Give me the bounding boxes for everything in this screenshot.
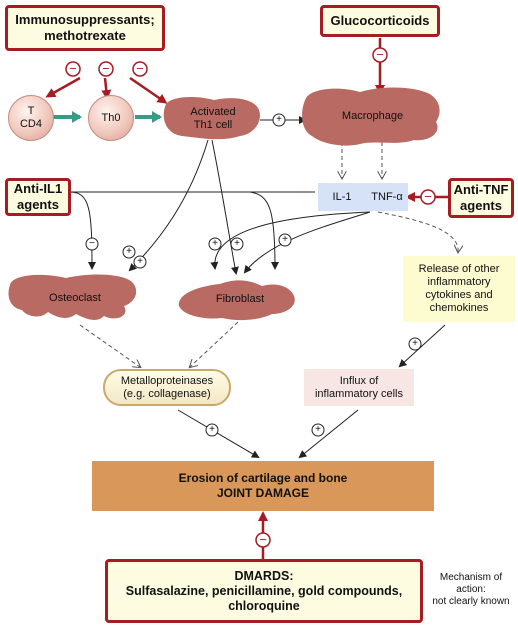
macrophage-label: Macrophage: [341, 110, 404, 122]
release-cytokines-box: Release of other inflammatory cytokines …: [403, 256, 515, 322]
il1-box: IL-1: [318, 183, 366, 211]
immunosuppressants-box: Immunosuppressants; methotrexate: [5, 5, 165, 51]
immuno-inhibition-arrows: [45, 76, 168, 104]
plus-sign-th1-osteoclast: +: [137, 256, 143, 267]
plus-sign-tnf-osteoclast: +: [126, 246, 132, 257]
th0-cell: Th0: [88, 95, 134, 141]
macrophage-shape: [302, 87, 440, 146]
minus-sign-anti-tnf: −: [424, 189, 432, 204]
tnf-to-release-arrow: [377, 211, 458, 252]
plus-sign-influx-erosion: +: [315, 424, 321, 435]
cells-to-mmp-arrows: [79, 321, 239, 367]
anti-tnf-box: Anti-TNF agents: [448, 178, 514, 218]
il1-effector-arrows: [69, 191, 315, 270]
mechanism-note: Mechanism of action: not clearly known: [432, 572, 510, 607]
osteoclast-label: Osteoclast: [49, 292, 101, 304]
minus-sign-dmards: −: [259, 532, 267, 547]
inhibition-circles: [65, 47, 436, 548]
plus-sign-th1-macrophage: +: [276, 114, 282, 125]
plus-sign-mmp-erosion: +: [209, 424, 215, 435]
anti-il1-box: Anti-IL1 agents: [5, 178, 71, 216]
fibroblast-shape: [178, 280, 295, 321]
plus-sign-th1-fibroblast: +: [212, 238, 218, 249]
th1-effector-arrows: [128, 139, 239, 275]
minus-sign-il1-osteoclast: −: [89, 238, 95, 249]
th1-cell-label: Activated Th1 cell: [190, 106, 236, 131]
effect-circles: [85, 113, 422, 437]
minus-sign-immuno-3: −: [136, 61, 144, 76]
plus-sign-tnf-fibroblast: +: [282, 234, 288, 245]
th1-shape: [163, 96, 260, 140]
tnf-effector-arrows: [210, 211, 371, 274]
minus-sign-immuno-2: −: [102, 61, 110, 76]
macrophage-to-cytokine-arrows: [342, 142, 382, 178]
to-erosion-arrows: [177, 409, 359, 459]
metalloproteinases-box: Metalloproteinases (e.g. collagenase): [103, 369, 231, 406]
fibroblast-label: Fibroblast: [215, 293, 265, 305]
osteoclast-shape: [8, 274, 137, 320]
release-to-influx-arrow: [398, 324, 446, 368]
t-cd4-cell: T CD4: [8, 95, 54, 141]
joint-damage-box: Erosion of cartilage and bone JOINT DAMA…: [92, 461, 434, 511]
tnf-alpha-box: TNF-α: [366, 183, 408, 211]
influx-inflammatory-cells-box: Influx of inflammatory cells: [304, 369, 414, 406]
glucocorticoids-box: Glucocorticoids: [320, 5, 440, 37]
dmards-box: DMARDS: Sulfasalazine, penicillamine, go…: [105, 559, 423, 623]
minus-sign-immuno-1: −: [69, 61, 77, 76]
plus-sign-release-influx: +: [412, 338, 418, 349]
plus-sign-il1-fibroblast: +: [234, 238, 240, 249]
minus-sign-gluco: −: [376, 47, 384, 62]
